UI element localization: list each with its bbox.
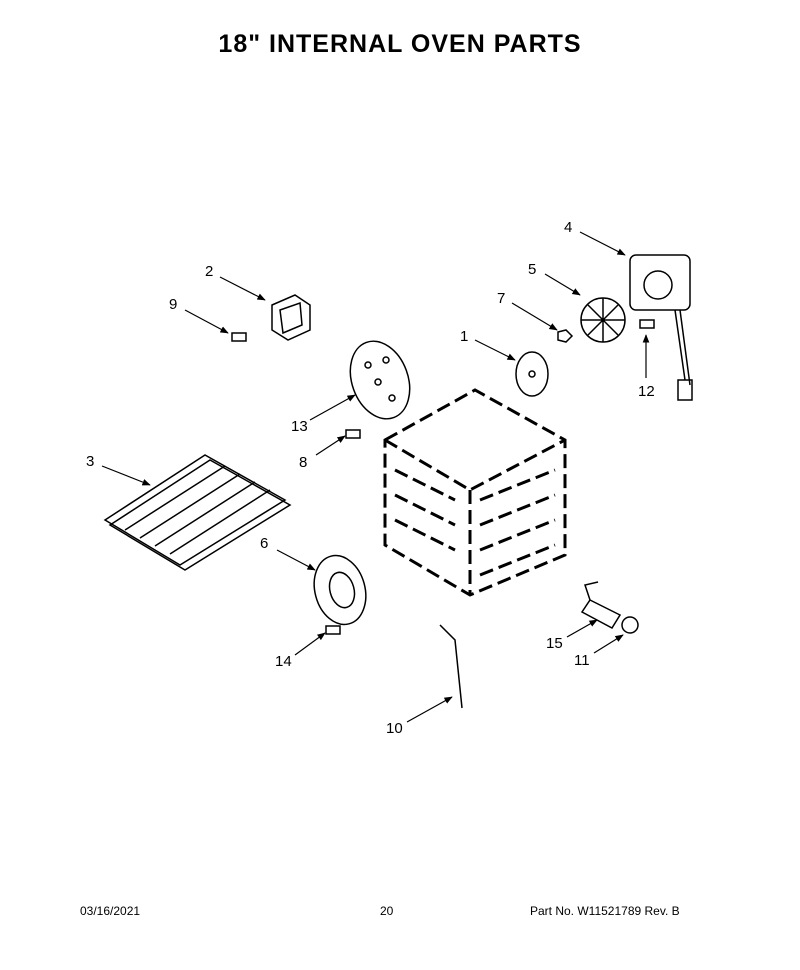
callout-3: 3 xyxy=(86,453,94,470)
callout-1: 1 xyxy=(460,328,468,345)
page-title: 18" INTERNAL OVEN PARTS xyxy=(218,30,582,58)
callout-15: 15 xyxy=(546,635,563,652)
fastener-drawings xyxy=(231,319,655,709)
oven-cavity-drawing xyxy=(383,388,567,597)
convection-motor-drawing xyxy=(629,254,693,401)
cover-plate-drawing xyxy=(349,340,411,420)
callout-13: 13 xyxy=(291,418,308,435)
callout-4: 4 xyxy=(564,219,572,236)
callout-8: 8 xyxy=(299,454,307,471)
callout-7: 7 xyxy=(497,290,505,307)
callout-2: 2 xyxy=(205,263,213,280)
callout-5: 5 xyxy=(528,261,536,278)
bracket-drawing xyxy=(271,294,311,341)
fan-blade-drawing xyxy=(580,297,626,343)
callout-14: 14 xyxy=(275,653,292,670)
callout-11: 11 xyxy=(574,652,590,669)
leader-arrows xyxy=(101,231,650,723)
baffle-drawing xyxy=(313,554,367,626)
callout-10: 10 xyxy=(386,720,403,737)
footer-page-number: 20 xyxy=(380,904,394,918)
callout-12: 12 xyxy=(638,383,655,400)
callout-9: 9 xyxy=(169,296,177,313)
oven-rack-drawing xyxy=(103,454,292,571)
footer-part-number: Part No. W11521789 Rev. B xyxy=(530,904,680,918)
footer-date: 03/16/2021 xyxy=(80,904,141,918)
hub-drawing xyxy=(515,351,549,397)
callout-6: 6 xyxy=(260,535,268,552)
